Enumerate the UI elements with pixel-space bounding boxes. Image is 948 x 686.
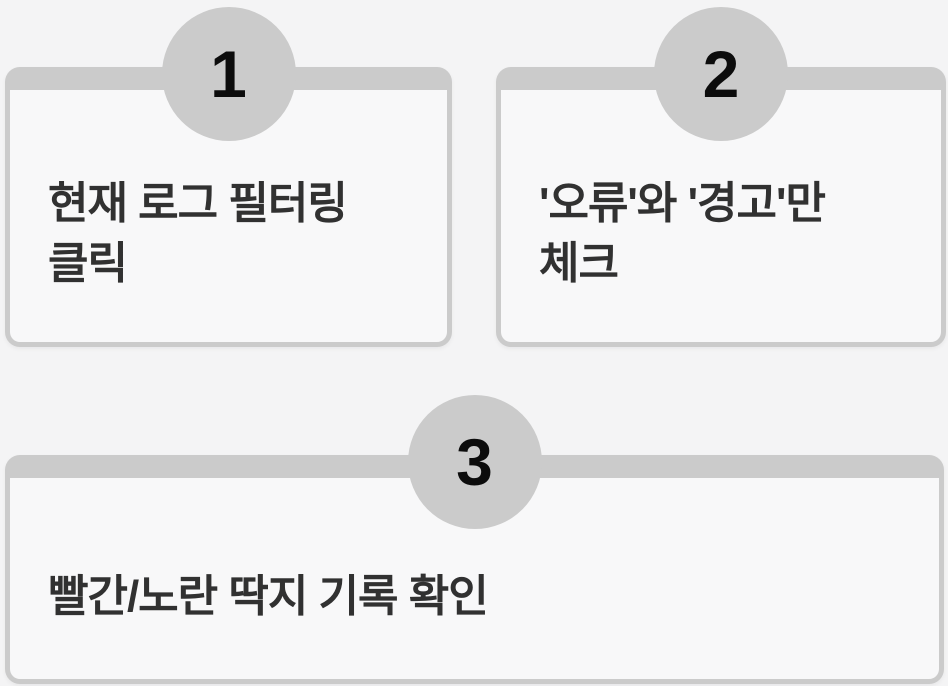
- step-3-label: 빨간/노란 딱지 기록 확인: [48, 567, 489, 627]
- step-2-number: 2: [702, 37, 740, 111]
- step-2-number-badge: 2: [654, 7, 788, 141]
- step-card-1: 1 현재 로그 필터링 클릭: [5, 7, 452, 347]
- step-2-label-line-1: '오류'와 '경고'만: [539, 179, 826, 229]
- step-1-number: 1: [210, 37, 247, 111]
- step-3-label-line-1: 빨간/노란 딱지 기록 확인: [48, 571, 489, 621]
- step-1-label-line-2: 클릭: [48, 239, 128, 288]
- step-card-2: 2 '오류'와 '경고'만 체크: [496, 7, 946, 347]
- step-2-label: '오류'와 '경고'만 체크: [539, 174, 826, 294]
- step-card-3: 3 빨간/노란 딱지 기록 확인: [5, 395, 944, 684]
- step-1-number-badge: 1: [161, 7, 296, 141]
- step-1-label: 현재 로그 필터링 클릭: [48, 174, 348, 294]
- step-2-label-line-2: 체크: [539, 239, 619, 288]
- step-1-card-body: 현재 로그 필터링 클릭: [5, 67, 452, 347]
- step-3-card-body: 빨간/노란 딱지 기록 확인: [5, 455, 944, 684]
- step-1-label-line-1: 현재 로그 필터링: [48, 179, 348, 229]
- step-3-number: 3: [456, 425, 493, 499]
- step-3-number-badge: 3: [407, 395, 542, 529]
